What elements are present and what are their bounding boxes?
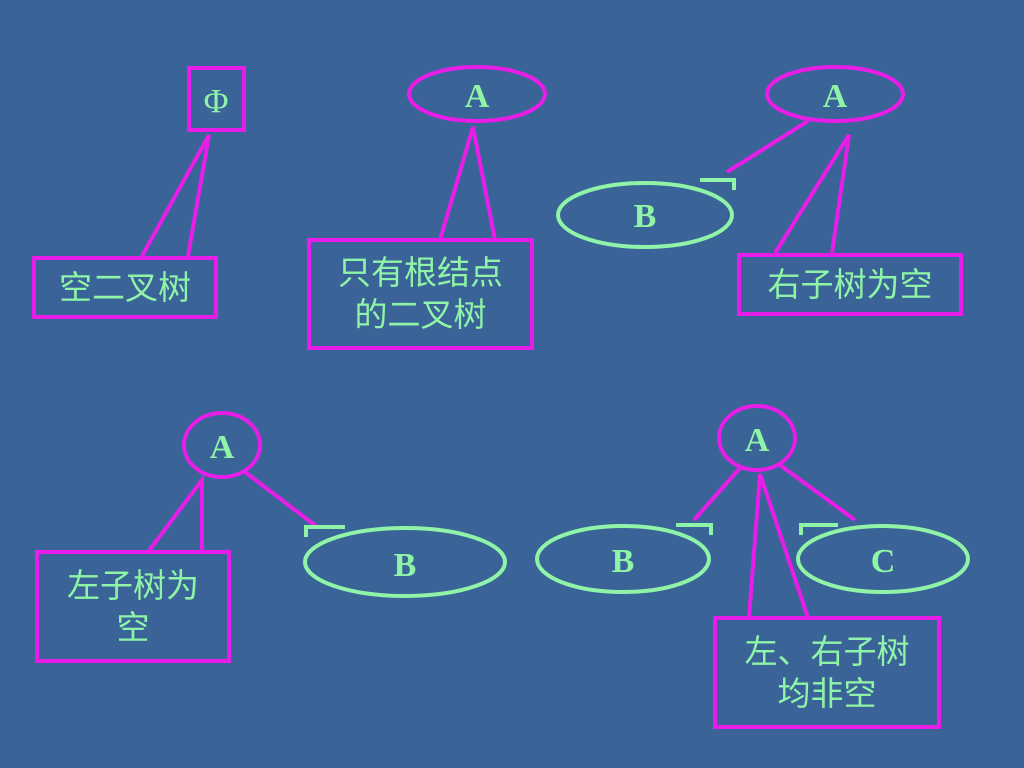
callout-left-empty-line-1: 左子树为 (67, 565, 199, 605)
left-empty-node-b (303, 526, 507, 598)
both-nonempty-diagram: A B C (535, 404, 970, 619)
both-nonempty-node-c (796, 524, 970, 594)
callout-root-only: 只有根结点 的二叉树 (307, 238, 534, 350)
right-empty-node-b (556, 181, 734, 249)
both-nonempty-node-b-tab (676, 523, 713, 535)
both-nonempty-node-c-label: C (871, 543, 896, 580)
right-empty-edge-a-b (725, 119, 810, 174)
left-empty-pointer (146, 474, 204, 554)
callout-both-nonempty-line-1: 左、右子树 (744, 631, 910, 671)
left-empty-node-a (182, 411, 262, 479)
empty-symbol-box (187, 66, 246, 132)
right-empty-node-a (765, 65, 905, 123)
both-nonempty-node-b-label: B (612, 543, 635, 580)
left-empty-node-b-label: B (394, 547, 417, 584)
both-nonempty-node-b (535, 524, 711, 594)
both-nonempty-node-c-tab (799, 523, 838, 535)
left-empty-edge-a-b (243, 470, 318, 528)
callout-left-empty: 左子树为 空 (35, 550, 231, 663)
right-empty-node-b-label: B (634, 198, 657, 235)
empty-symbol: Φ (204, 83, 229, 120)
callout-right-empty: 右子树为空 (737, 253, 963, 316)
callout-empty-tree-line-1: 空二叉树 (59, 267, 191, 307)
both-nonempty-edge-a-c (778, 463, 857, 522)
left-empty-node-b-tab (304, 525, 345, 537)
both-nonempty-edge-a-b (692, 466, 742, 522)
callout-both-nonempty: 左、右子树 均非空 (713, 616, 941, 729)
callout-right-empty-line-1: 右子树为空 (767, 264, 933, 304)
right-empty-node-a-label: A (823, 78, 848, 115)
right-empty-pointer (773, 133, 851, 255)
right-empty-diagram: A B (556, 65, 905, 255)
both-nonempty-node-a (717, 404, 797, 472)
both-nonempty-pointer (747, 473, 810, 619)
callout-left-empty-line-2: 空 (116, 607, 150, 647)
callout-empty-tree: 空二叉树 (32, 256, 218, 319)
root-only-diagram: A (407, 65, 547, 241)
callout-root-only-line-2: 的二叉树 (354, 295, 487, 334)
root-only-node-a (407, 65, 547, 123)
callout-root-only-line-1: 只有根结点 (338, 253, 503, 292)
root-only-pointer (438, 126, 497, 241)
left-empty-node-a-label: A (210, 429, 235, 466)
callout-both-nonempty-line-2: 均非空 (777, 673, 877, 713)
right-empty-node-b-tab (700, 178, 736, 190)
empty-tree-pointer (140, 134, 211, 257)
both-nonempty-node-a-label: A (745, 422, 770, 459)
left-empty-diagram: A B (146, 411, 507, 598)
empty-tree-diagram: Φ (140, 66, 246, 257)
root-only-node-a-label: A (465, 78, 490, 115)
